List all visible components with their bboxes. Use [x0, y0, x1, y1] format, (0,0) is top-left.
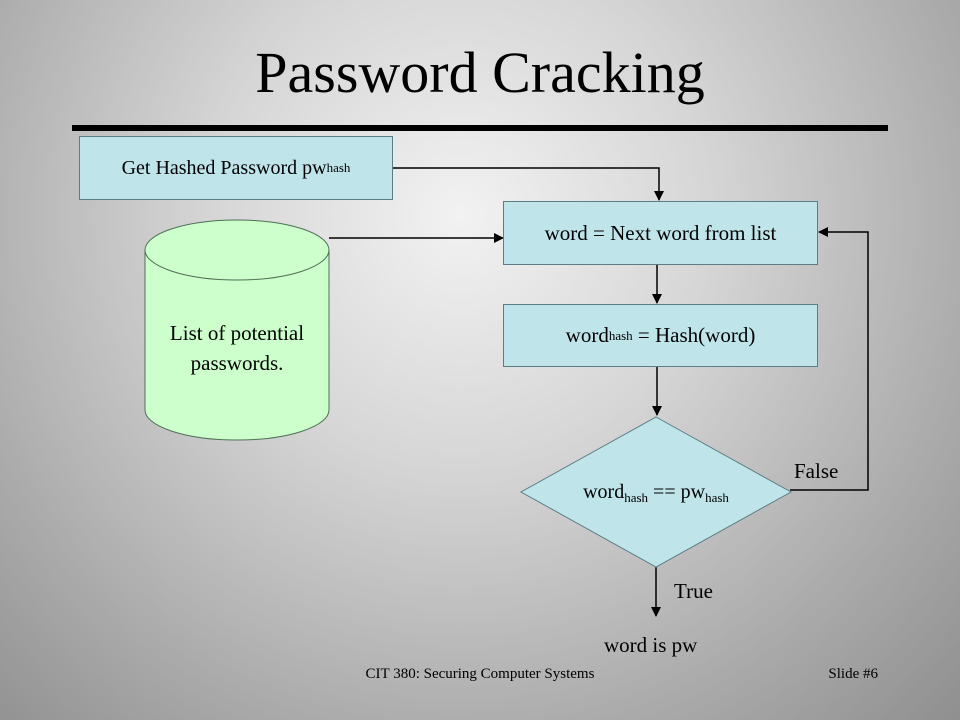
compare-b: pw — [680, 481, 706, 503]
slide-title: Password Cracking — [255, 40, 705, 105]
password-list-cylinder — [144, 219, 330, 441]
compare-op: == — [648, 481, 681, 503]
footer-course: CIT 380: Securing Computer Systems — [365, 666, 595, 682]
next-word-text: word = Next word from list — [544, 220, 777, 245]
hash-word-pre: word — [565, 323, 609, 347]
compare-b-sub: hash — [705, 490, 729, 505]
compare-a-sub: hash — [624, 490, 649, 505]
compare-text: wordhash == pwhash — [521, 481, 791, 504]
arrow-hash-to-next-word — [393, 167, 664, 201]
title-underline — [72, 125, 888, 131]
arrow-false-loop — [790, 227, 869, 491]
true-label: True — [674, 579, 713, 603]
get-hashed-password-text: Get Hashed Password pw — [121, 156, 327, 179]
database-label: List of potential passwords. — [145, 318, 329, 378]
decision-diamond — [519, 416, 793, 568]
footer-slide-number: Slide #6 — [828, 666, 878, 682]
next-word-box: word = Next word from list — [503, 201, 818, 265]
result-text: word is pw — [604, 633, 698, 657]
database-line-2: passwords. — [190, 351, 284, 375]
false-label: False — [794, 459, 839, 483]
compare-a: word — [583, 481, 625, 503]
hash-word-post: = Hash(word) — [632, 323, 756, 347]
database-line-1: List of potential — [169, 321, 305, 345]
